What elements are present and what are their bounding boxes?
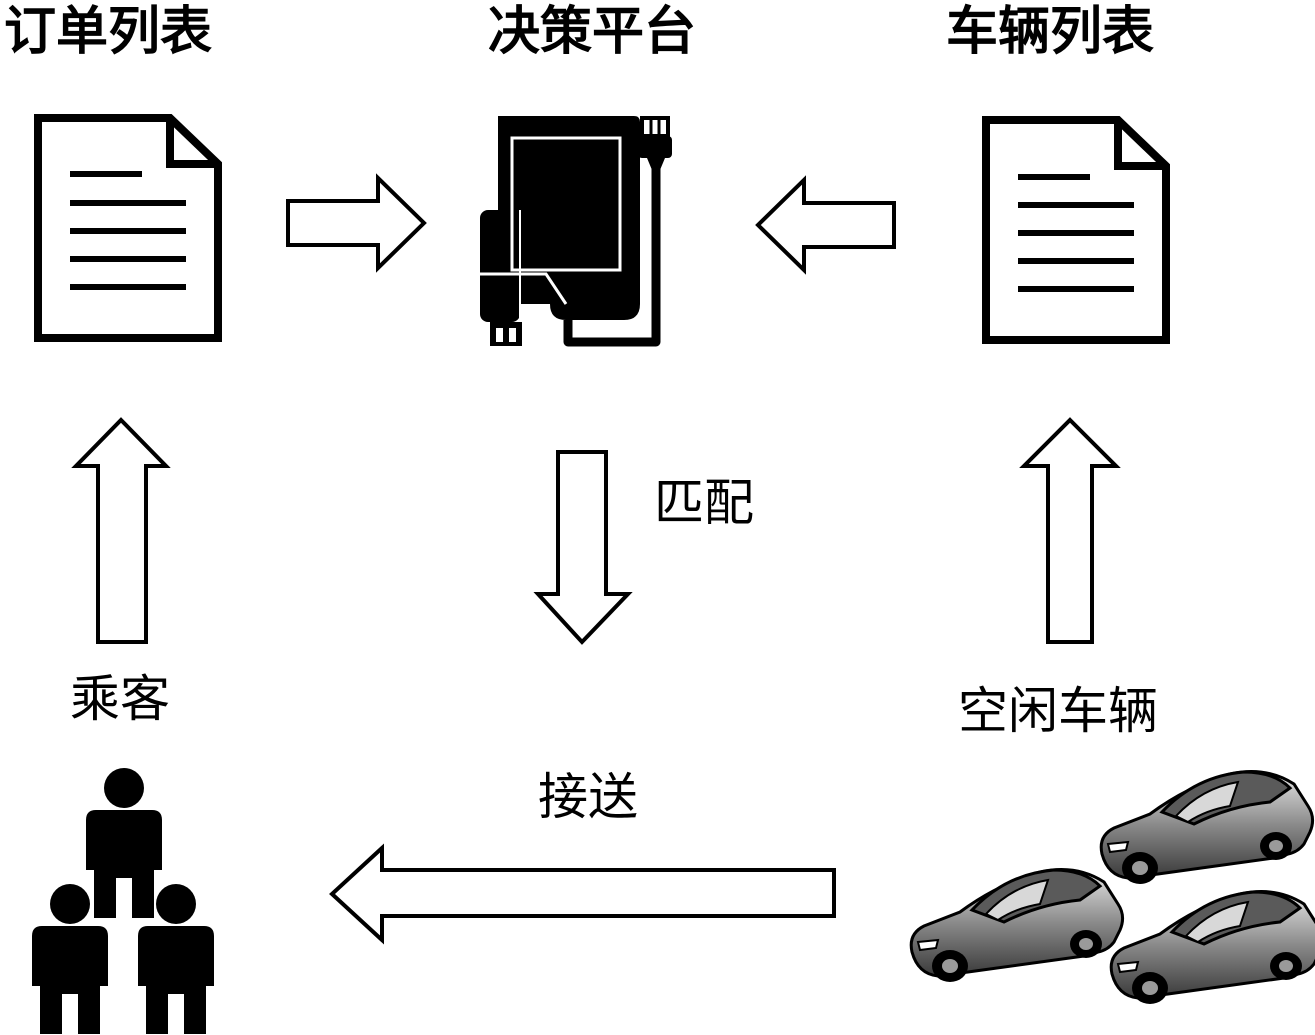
document-icon (34, 114, 222, 342)
vehicle-list-label: 车辆列表 (946, 1, 1155, 62)
arrow-left-icon (329, 843, 836, 945)
pickup-label: 接送 (538, 768, 638, 826)
arrow-right-icon (286, 173, 427, 273)
cars-group-icon (909, 770, 1315, 1006)
arrow-down-icon (533, 450, 633, 645)
arrow-left-icon (755, 175, 896, 275)
decision-platform-label: 决策平台 (488, 1, 697, 62)
arrow-up-icon (1019, 417, 1121, 644)
document-icon (982, 116, 1170, 344)
idle-vehicle-label: 空闲车辆 (958, 682, 1158, 740)
server-platform-icon (480, 116, 672, 347)
passenger-label: 乘客 (70, 670, 170, 728)
arrow-up-icon (71, 417, 171, 644)
people-group-icon (32, 768, 214, 1034)
order-list-label: 订单列表 (4, 1, 213, 62)
match-label: 匹配 (654, 474, 754, 532)
